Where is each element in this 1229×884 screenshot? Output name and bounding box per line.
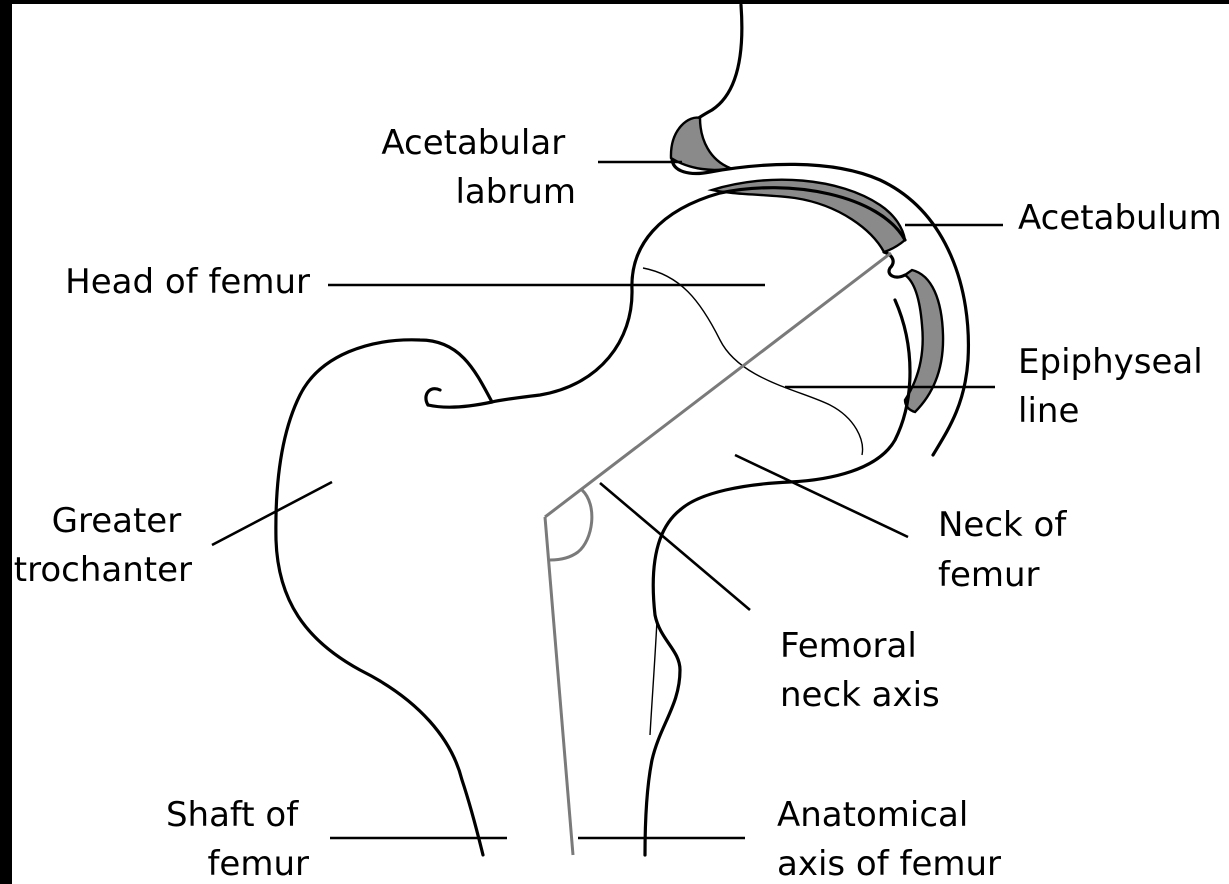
- label-acetabulum: Acetabulum: [1018, 198, 1222, 238]
- label-head-of-femur: Head of femur: [65, 262, 310, 302]
- diagram-background: [12, 4, 1229, 884]
